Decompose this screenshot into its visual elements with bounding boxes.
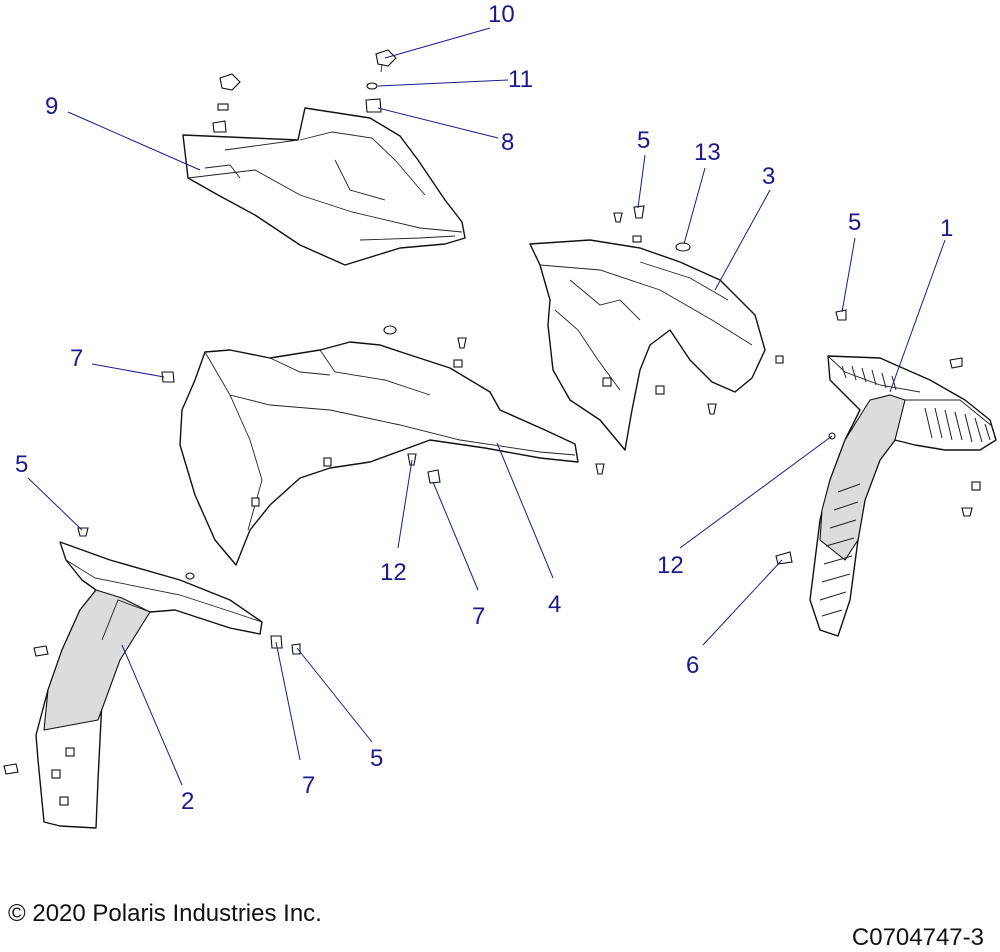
fastener-5-lower [291,643,301,655]
callouts: 10 11 8 9 5 13 3 5 1 7 5 12 7 4 12 6 2 7… [15,1,953,815]
fastener-1c [961,507,973,517]
callout-10: 10 [488,1,515,28]
fastener-3d [595,463,605,475]
callout-12-left: 12 [380,559,407,586]
callout-12-right: 12 [657,552,684,579]
fastener-3b [775,355,784,364]
fastener-5-left [77,527,89,537]
part-2-fender [35,541,263,829]
callout-8: 8 [501,129,514,156]
callout-7-left: 7 [70,345,83,372]
part-3-side-panel [529,239,766,451]
callout-6: 6 [686,652,699,679]
callout-2: 2 [181,788,194,815]
figure-id: C0704747-3 [851,924,984,951]
fastener-stack-left [212,73,241,133]
callout-5-left: 5 [15,451,28,478]
fastener-5-right [835,309,847,321]
fastener-4a [383,325,397,335]
part-1-ribs [819,365,991,617]
callout-9: 9 [45,93,58,120]
fastener-2b [3,763,19,775]
callout-4: 4 [548,591,561,618]
callout-5-right: 5 [848,209,861,236]
copyright-notice: © 2020 Polaris Industries Inc. [8,900,322,927]
fastener-11 [366,82,378,90]
fastener-5-top [633,205,645,219]
fastener-3c [707,403,717,415]
callout-1: 1 [940,215,953,242]
callout-5-lower: 5 [370,745,383,772]
callout-11: 11 [508,66,533,93]
callout-5-top: 5 [637,127,650,154]
leader-lines [27,27,946,786]
fastener-2c [185,572,195,580]
fastener-7-middle [427,469,441,484]
fastener-1b [971,481,981,491]
fastener-2a [33,645,49,657]
part-9-hood [182,107,466,266]
fastener-13 [675,242,691,252]
fastener-3e [613,212,623,223]
callout-7-middle: 7 [472,603,485,630]
callout-3: 3 [762,163,775,190]
callout-7-lower: 7 [302,772,315,799]
fastener-4b [457,337,467,349]
part-4-side-panel [179,341,579,566]
fastener-3a [632,235,642,243]
fastener-8 [365,98,382,113]
callout-13: 13 [694,139,721,166]
part-1-rear-panel [809,355,997,637]
fastener-12-left [407,453,417,466]
fastener-6 [775,551,793,565]
fastener-1a [949,357,963,369]
fastener-7-upper-left [161,371,175,383]
fastener-10 [375,49,397,73]
